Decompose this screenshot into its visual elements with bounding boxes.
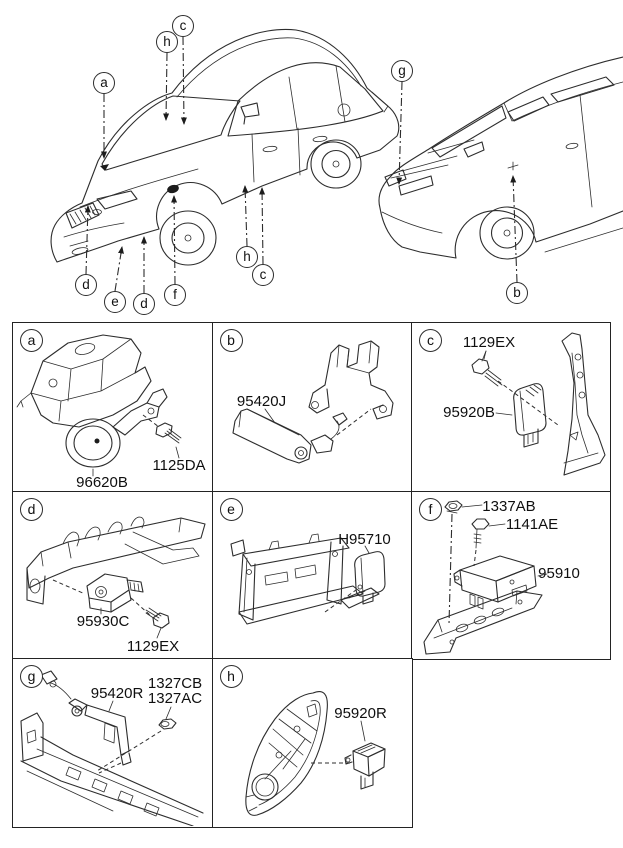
callout-f: f — [164, 284, 186, 306]
part-label: 96620B — [76, 474, 128, 491]
cell-letter-d: d — [20, 497, 43, 521]
part-label: 1337AB — [482, 497, 536, 515]
cell-letter-e: e — [219, 497, 243, 521]
vehicle-diagram-art — [50, 28, 623, 293]
part-label: H95710 — [338, 530, 391, 548]
part-cell-a: a 96620B 1125DA — [12, 322, 213, 492]
part-label: 1129EX — [462, 334, 516, 351]
cell-letter-c: c — [419, 329, 442, 352]
callout-d2: d — [133, 293, 155, 315]
vehicle-location-diagram: a h c d e d f h c g b — [0, 0, 623, 322]
callout-c2: c — [252, 264, 274, 286]
callout-leader-lines — [84, 36, 519, 293]
part-label: 1327AC — [147, 690, 203, 707]
part-illustration-front-impact-sensor — [26, 516, 206, 638]
part-illustration-rear-sensor-bracket — [20, 670, 204, 826]
callout-a: a — [93, 72, 115, 94]
callout-b: b — [506, 282, 528, 304]
callout-g: g — [391, 60, 413, 82]
callout-c: c — [172, 15, 194, 37]
cell-letter-b: b — [219, 329, 243, 352]
part-label: 1129EX — [126, 637, 180, 655]
part-label: 95420J — [236, 393, 287, 410]
part-label: 1141AE — [505, 515, 559, 533]
part-label: 95920R — [334, 705, 387, 722]
cell-letter-g: g — [20, 665, 43, 688]
part-cell-d: d 95930C 1129EX — [12, 490, 213, 660]
part-illustration-srs-control-module — [423, 499, 548, 655]
part-label: 95930C — [76, 612, 130, 630]
cell-letter-a: a — [20, 329, 43, 352]
part-cell-h: h 95920R — [211, 658, 413, 828]
part-cell-e: e H95710 — [211, 490, 413, 660]
part-cell-f: f — [411, 490, 611, 660]
part-label: 95910 — [538, 564, 580, 582]
callout-d: d — [75, 274, 97, 296]
part-illustration-horn-module — [229, 533, 386, 625]
cell-letter-f: f — [419, 497, 442, 521]
left-car-illustration — [50, 28, 400, 266]
callout-h2: h — [236, 246, 258, 268]
part-label: 1125DA — [152, 457, 206, 474]
callout-e: e — [104, 291, 126, 313]
part-label: 95920B — [443, 404, 495, 421]
cell-letter-h: h — [219, 665, 243, 688]
part-cell-g: g 95420R — [12, 658, 213, 828]
callout-h: h — [156, 31, 178, 53]
part-illustration-pressure-sensor — [244, 691, 386, 816]
part-cell-c: c 1129EX 95920B — [411, 322, 611, 492]
part-illustration-sensor-bracket — [231, 340, 394, 464]
part-illustration-side-impact-sensor — [471, 332, 606, 476]
part-illustration-horn — [16, 334, 182, 477]
part-cell-b: b 95420J — [211, 322, 413, 492]
part-label: 1327CB — [147, 675, 203, 692]
right-car-illustration — [378, 56, 623, 260]
part-label: 95420R — [90, 685, 144, 702]
